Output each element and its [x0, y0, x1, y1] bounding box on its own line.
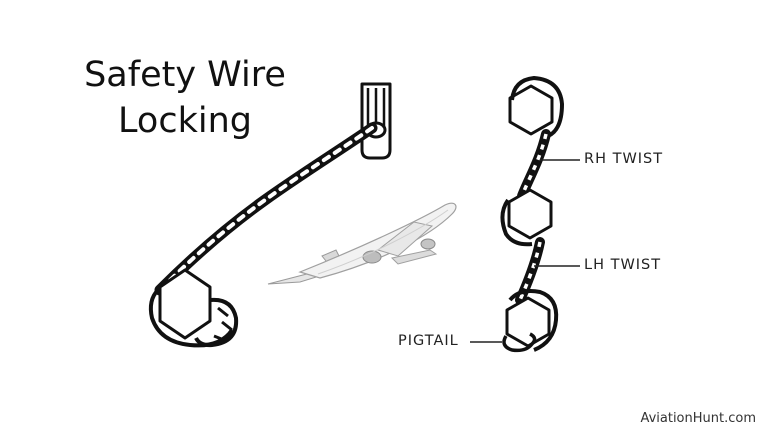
hex-nut-icon	[502, 289, 559, 353]
airplane-image	[267, 202, 457, 285]
title-line-1: Safety Wire	[84, 55, 286, 95]
site-credit: AviationHunt.com	[640, 411, 756, 426]
rh-twist-label: RH TWIST	[584, 151, 664, 167]
hex-nut-icon	[508, 76, 564, 138]
title-line-2: Locking	[118, 101, 252, 141]
hex-nut-icon	[500, 188, 553, 247]
pigtail-label: PIGTAIL	[398, 333, 459, 349]
bolt-head-icon	[360, 82, 392, 160]
safety-wire-strand	[515, 237, 545, 305]
safety-wire-strand	[517, 129, 551, 201]
lh-twist-label: LH TWIST	[584, 257, 662, 273]
hex-nut-icon	[148, 268, 239, 348]
diagram-title: Safety Wire Locking	[60, 52, 310, 144]
safety-wire-strand	[154, 122, 378, 296]
leader-lines	[470, 159, 580, 343]
